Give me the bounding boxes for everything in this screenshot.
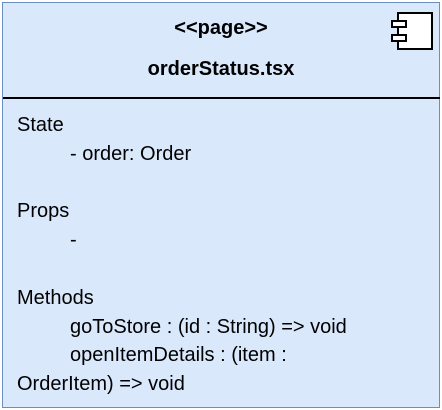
props-item: - xyxy=(70,229,77,252)
props-heading: Props xyxy=(17,200,70,223)
stereotype-label: <<page>> xyxy=(174,17,268,39)
method-item: openItemDetails : (item : xyxy=(70,344,287,367)
method-continuation: OrderItem) => void xyxy=(17,373,185,396)
state-item: - order: Order xyxy=(70,142,192,165)
class-name: orderStatus.tsx xyxy=(147,58,295,80)
state-heading: State xyxy=(17,114,64,136)
spacer xyxy=(17,169,433,198)
header-divider xyxy=(3,97,440,99)
class-members: State - order: Order Props - Methods goT… xyxy=(17,111,433,399)
spacer xyxy=(17,255,433,284)
component-icon xyxy=(391,12,433,50)
methods-heading: Methods xyxy=(17,286,94,309)
method-item: goToStore : (id : String) => void xyxy=(70,315,347,338)
